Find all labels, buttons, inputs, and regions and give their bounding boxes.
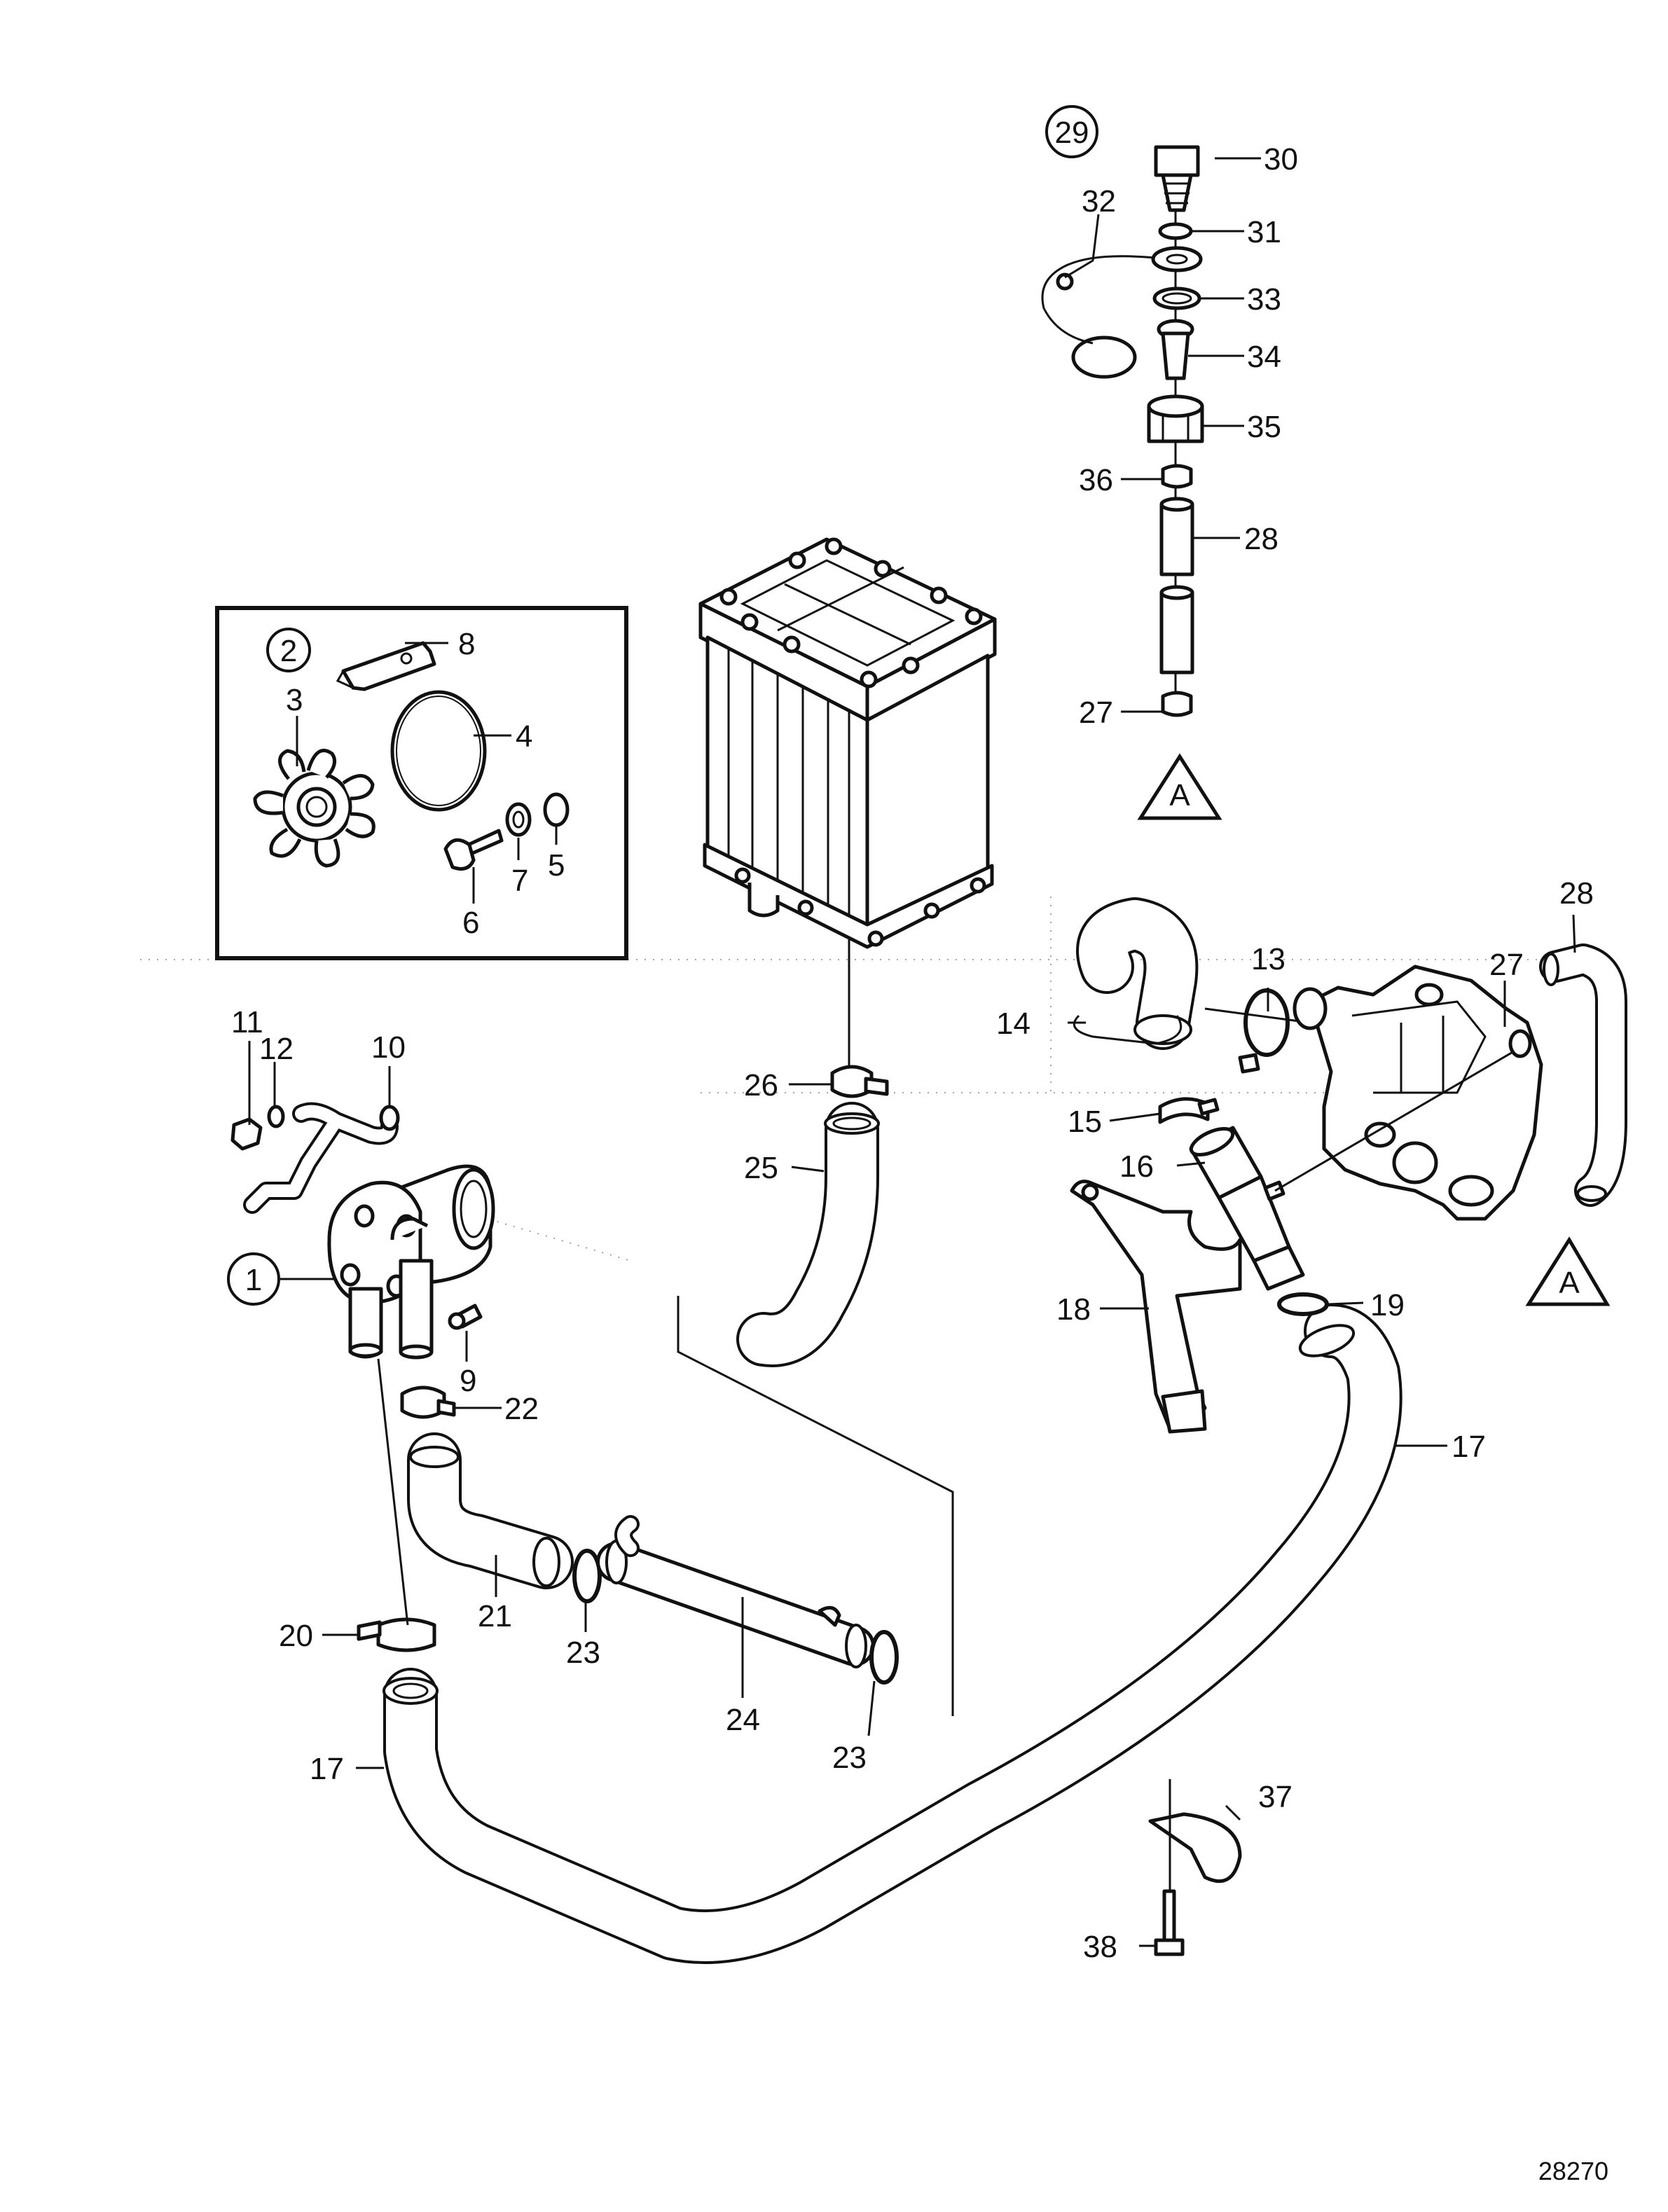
callout-29: 29 [1055,116,1089,150]
callout-23-right: 23 [832,1741,867,1775]
kit-box-frame [215,606,628,960]
callout-25: 25 [744,1151,778,1185]
callout-7: 7 [511,864,528,898]
callout-17-right: 17 [1452,1430,1486,1464]
hose-14 [1073,897,1199,1050]
bracket-18 [1070,1180,1242,1434]
callout-12: 12 [259,1032,294,1066]
callout-6: 6 [462,906,479,940]
washer [505,802,532,837]
pipe-24 [596,1515,875,1668]
callout-23-left: 23 [566,1636,600,1670]
callout-35: 35 [1247,410,1281,444]
section-frame-line [677,1296,954,1716]
callout-10: 10 [371,1030,406,1065]
callout-16: 16 [1119,1149,1154,1184]
callout-26: 26 [744,1068,778,1102]
callout-18: 18 [1056,1292,1091,1327]
hose-25 [736,1102,880,1367]
clamp-15 [1158,1097,1220,1124]
wear-plate [336,641,436,691]
heat-exchanger [698,537,997,949]
hose-28-right [1539,943,1627,1207]
callout-30: 30 [1264,142,1298,177]
clamp-19 [1277,1292,1329,1316]
screw [443,829,504,871]
nut-11 [230,1117,263,1151]
cap-bolts [719,537,983,689]
callout-5: 5 [548,848,565,883]
clamp-22 [400,1385,456,1419]
callout-circle-2 [266,628,311,672]
callout-36: 36 [1079,463,1113,497]
hose-nipple-27-right [1508,1029,1532,1058]
drawing-number: 28270 [1538,2157,1608,2185]
callout-28-top: 28 [1244,522,1278,556]
reference-marker-top-label: A [1169,778,1190,813]
callout-27-right: 27 [1489,948,1524,982]
callout-circle-29 [1045,105,1098,158]
callout-33: 33 [1247,282,1281,317]
callout-2: 2 [280,634,297,668]
callout-3: 3 [286,683,303,717]
clamp-26 [830,1065,889,1098]
callout-27-top: 27 [1079,696,1113,730]
nipple-16 [1189,1126,1305,1291]
seal-ring [543,792,570,827]
callout-9: 9 [460,1364,476,1398]
sea-water-pump [327,1164,495,1360]
callout-20: 20 [279,1619,313,1653]
callout-circle-1 [227,1252,280,1306]
impeller [253,749,375,868]
callout-14: 14 [996,1007,1031,1041]
callout-4: 4 [516,719,532,754]
callout-labels: 29 30 31 32 33 34 35 36 28 27 2 8 3 4 6 … [231,116,1594,1964]
reference-marker-top: A [1137,753,1222,820]
hose-17 [382,1304,1402,1964]
callout-31: 31 [1247,215,1281,249]
washer-12 [267,1105,285,1128]
callout-24: 24 [726,1703,760,1737]
reference-marker-right-label: A [1559,1266,1580,1300]
o-ring [390,690,487,812]
callout-13: 13 [1251,942,1286,976]
callout-21: 21 [478,1599,512,1633]
callout-22: 22 [504,1392,539,1426]
impeller-kit-inset [215,606,628,960]
screw-9 [448,1304,483,1330]
reference-marker-right: A [1525,1236,1611,1306]
callout-17-left: 17 [310,1752,344,1786]
callout-1: 1 [245,1263,262,1297]
callout-38: 38 [1083,1930,1117,1964]
callout-34: 34 [1247,340,1281,374]
hose-21 [407,1432,574,1589]
callout-19: 19 [1370,1288,1405,1322]
clamp-37 [1148,1779,1242,1891]
drain-assembly [1041,145,1204,717]
callout-15: 15 [1068,1105,1102,1139]
water-housing [1293,965,1543,1221]
callout-11: 11 [231,1005,263,1039]
clamp-23-left [572,1549,602,1603]
leader-lines [248,157,1576,1947]
clamp-20 [357,1617,436,1652]
callout-37: 37 [1258,1780,1293,1814]
clamp-23-right [869,1630,899,1685]
callout-8: 8 [458,627,475,661]
callout-32: 32 [1082,184,1116,219]
clamp-13 [1238,988,1290,1074]
pipe-10 [243,1102,400,1214]
callout-28-right: 28 [1559,876,1594,911]
screw-38 [1154,1889,1185,1956]
background-dotted-lines [140,897,1583,1261]
